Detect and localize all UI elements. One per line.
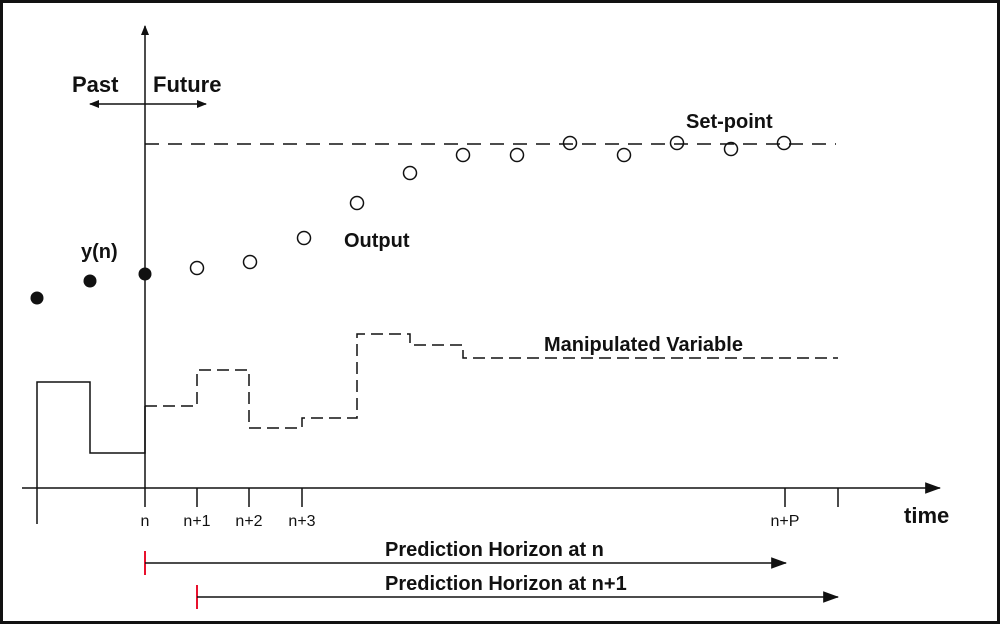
tick-label-n-plus-1: n+1 — [183, 513, 210, 530]
predicted-output-point — [402, 165, 418, 181]
predicted-output-point — [509, 147, 525, 163]
predicted-output-point — [349, 195, 365, 211]
setpoint-label: Set-point — [686, 111, 773, 133]
manipulated-variable-label: Manipulated Variable — [544, 334, 743, 356]
time-axis-label: time — [904, 503, 949, 528]
output-label: Output — [344, 230, 410, 252]
axis-tick-marks — [144, 488, 839, 507]
predicted-output-point — [776, 135, 792, 151]
predicted-output-point — [189, 260, 205, 276]
predicted-output-point — [669, 135, 685, 151]
predicted-output-point — [296, 230, 312, 246]
predicted-output-point — [455, 147, 471, 163]
predicted-output-point — [562, 135, 578, 151]
horizon-n1-label: Prediction Horizon at n+1 — [385, 573, 627, 595]
future-manipulated-variable — [145, 333, 838, 429]
current-output-point — [138, 267, 152, 281]
tick-label-n: n — [141, 513, 150, 530]
tick-label-n-plus-2: n+2 — [235, 513, 262, 530]
yn-label: y(n) — [81, 241, 118, 263]
predicted-outputs — [189, 135, 792, 276]
predicted-output-point — [723, 141, 739, 157]
past-output-point — [30, 291, 44, 305]
tick-label-n-plus-3: n+3 — [288, 513, 315, 530]
predicted-output-point — [616, 147, 632, 163]
past-output-point — [83, 274, 97, 288]
predicted-output-point — [242, 254, 258, 270]
future-label: Future — [153, 72, 221, 97]
past-manipulated-variable — [36, 381, 146, 524]
horizon-n-label: Prediction Horizon at n — [385, 539, 604, 561]
past-label: Past — [72, 72, 119, 97]
past-outputs — [30, 267, 152, 305]
tick-label-n-plus-p: n+P — [771, 513, 800, 530]
